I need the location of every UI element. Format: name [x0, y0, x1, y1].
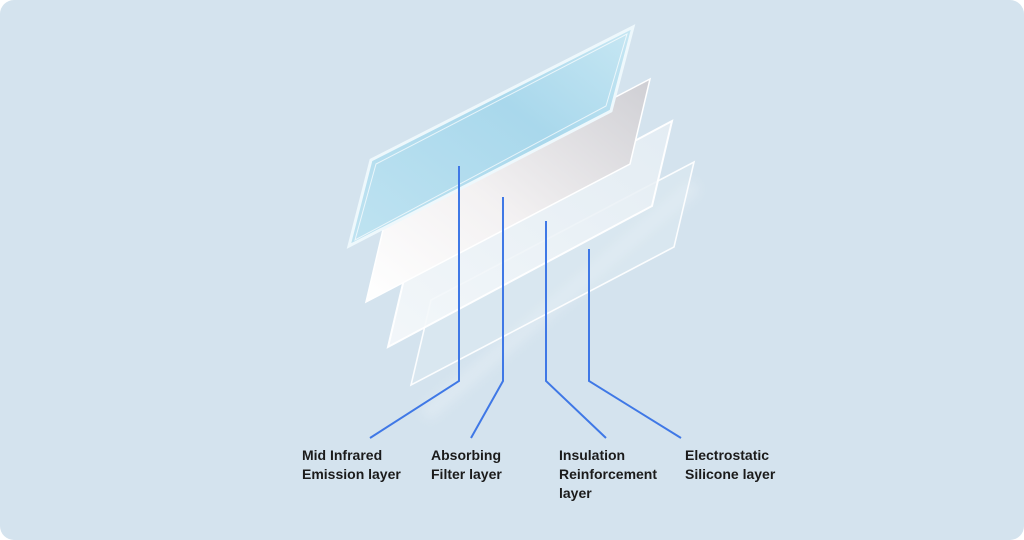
label-reinforcement-line3: layer	[559, 485, 592, 501]
label-silicone-line1: Electrostatic	[685, 447, 770, 463]
filter-layer-sheet	[364, 77, 652, 304]
label-reinforcement-line2: Reinforcement	[559, 466, 658, 482]
emission-layer-sheet	[346, 24, 636, 249]
label-filter-layer: Absorbing Filter layer	[431, 446, 502, 484]
label-silicone-layer: Electrostatic Silicone layer	[685, 446, 775, 484]
leader-line-reinforcement	[545, 221, 607, 439]
label-reinforcement-line1: Insulation	[559, 447, 626, 463]
label-emission-line2: Emission layer	[302, 466, 401, 482]
label-filter-line1: Absorbing	[431, 447, 501, 463]
label-reinforcement-layer: Insulation Reinforcement layer	[559, 446, 657, 503]
emission-layer-highlight	[354, 33, 628, 241]
label-emission-layer: Mid Infrared Emission layer	[302, 446, 401, 484]
label-filter-line2: Filter layer	[431, 466, 502, 482]
leader-line-silicone	[588, 249, 682, 439]
leader-line-emission	[369, 166, 460, 439]
label-emission-line1: Mid Infrared	[302, 447, 383, 463]
stack-glow	[420, 180, 700, 420]
label-silicone-line2: Silicone layer	[685, 466, 776, 482]
leader-line-filter	[470, 197, 504, 439]
